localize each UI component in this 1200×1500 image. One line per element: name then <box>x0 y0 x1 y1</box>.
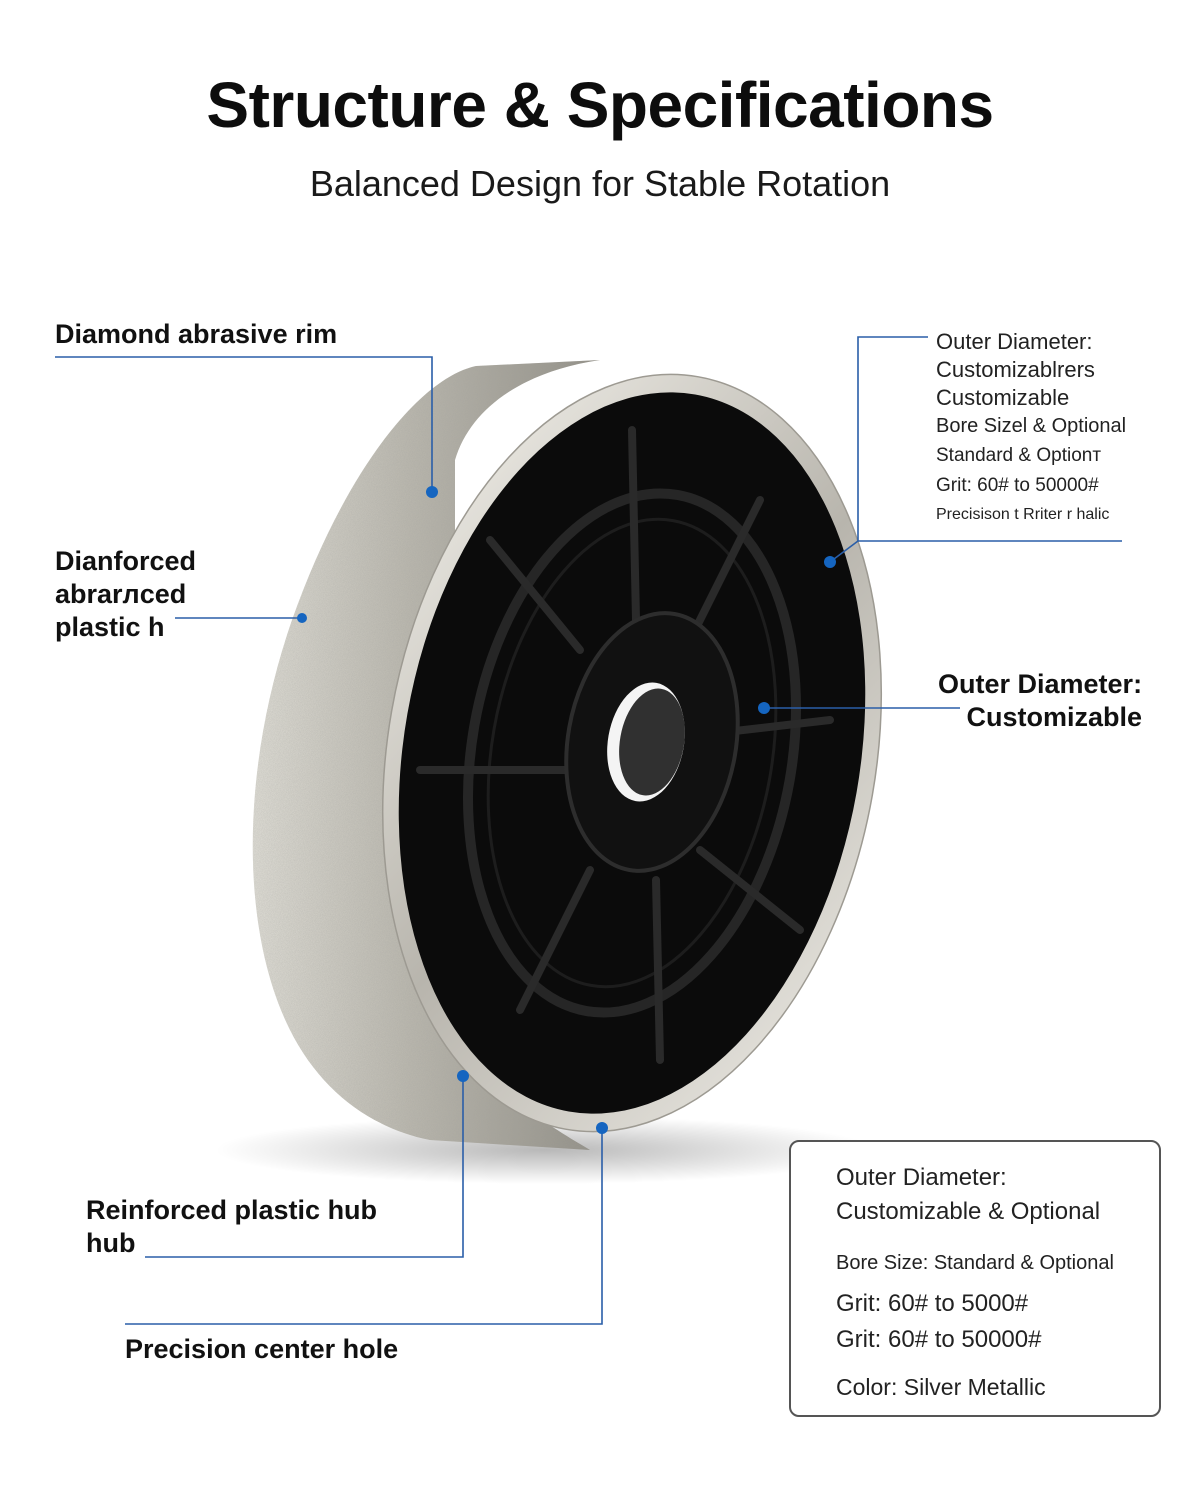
spec-top-line-2: Customizablrers <box>936 357 1095 382</box>
label-hub-left: Dianforced abrarлced plastic h <box>55 545 196 644</box>
spec-top-line-1: Outer Diameter: <box>936 329 1093 354</box>
leader-center-hole <box>125 1128 603 1325</box>
floor-shadow <box>215 1116 875 1184</box>
spec-box-line-2: Customizable & Optional <box>836 1198 1101 1225</box>
page-title: Structure & Specifications <box>206 69 994 141</box>
dot-outer-diameter <box>758 702 770 714</box>
spec-box-line-3: Bore Size: Standard & Optional <box>836 1252 1114 1274</box>
spec-top-line-4: Bore Sizel & Optional <box>936 415 1127 437</box>
page-subtitle: Balanced Design for Stable Rotation <box>309 163 891 204</box>
label-hub-left-line-2: abrarлced <box>55 579 187 609</box>
label-outer-diameter-line-2: Customizable <box>966 702 1143 732</box>
dot-center-hole <box>596 1122 608 1134</box>
dot-reinforced-hub <box>457 1070 469 1082</box>
spec-box-line-1: Outer Diameter: <box>836 1164 1007 1191</box>
label-hub-left-line-1: Dianforced <box>55 546 197 576</box>
spec-top-line-5: Standard & Optionт <box>936 445 1102 466</box>
spec-box-line-6: Color: Silver Metallic <box>836 1374 1046 1400</box>
label-hub-left-line-3: plastic h <box>55 612 165 642</box>
label-reinforced-hub-line-2: hub <box>86 1228 136 1258</box>
callout-dots <box>297 486 836 1134</box>
spec-box-line-4: Grit: 60# to 5000# <box>836 1290 1029 1317</box>
leader-spec-top <box>857 336 1122 542</box>
leader-reinforced-hub <box>145 1076 464 1258</box>
dot-rim <box>426 486 438 498</box>
spec-top-line-6: Grit: 60# to 50000# <box>936 475 1099 496</box>
label-outer-diameter: Outer Diameter: Customizable <box>938 668 1142 734</box>
spec-top-line-7: Precisison t Rriter r halic <box>936 506 1110 523</box>
leader-rim <box>55 356 433 492</box>
leader-lines <box>55 336 1122 1325</box>
reinforced-plastic-hub <box>416 426 834 1064</box>
spec-list-top: Outer Diameter: Customizablrers Customiz… <box>936 328 1126 529</box>
dot-spec-top <box>824 556 836 568</box>
spec-box-line-5: Grit: 60# to 50000# <box>836 1326 1042 1353</box>
label-precision-center-hole: Precision center hole <box>125 1334 399 1364</box>
dot-hub-left <box>297 613 307 623</box>
label-outer-diameter-line-1: Outer Diameter: <box>938 669 1143 699</box>
label-reinforced-plastic-hub: Reinforced plastic hub hub <box>86 1194 377 1260</box>
spec-top-line-3: Customizable <box>936 385 1070 410</box>
label-reinforced-hub-line-1: Reinforced plastic hub <box>86 1195 378 1225</box>
label-diamond-abrasive-rim: Diamond abrasive rim <box>55 319 338 349</box>
spec-box: Outer Diameter: Customizable & Optional … <box>789 1140 1161 1417</box>
